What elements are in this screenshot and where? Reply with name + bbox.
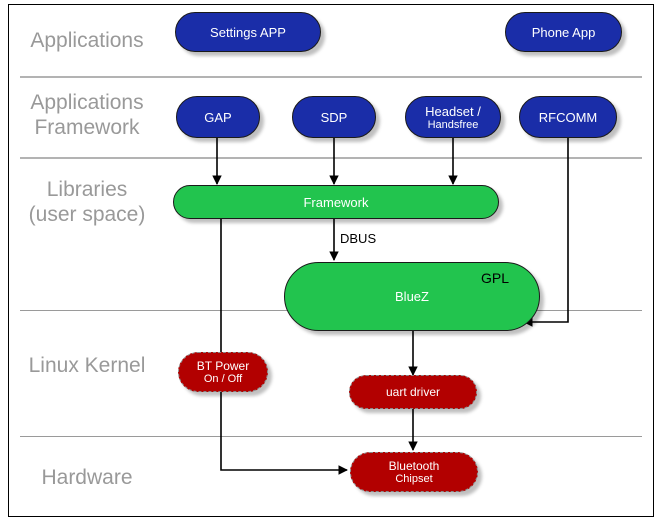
node-sdp[interactable]: SDP: [292, 96, 376, 138]
node-gap[interactable]: GAP: [176, 96, 260, 138]
node-bluetooth-chipset-label-line2: Chipset: [395, 473, 433, 485]
node-phone-app[interactable]: Phone App: [505, 12, 622, 52]
node-uart-driver[interactable]: uart driver: [349, 375, 477, 409]
node-bluez-label: BlueZ: [395, 289, 429, 304]
node-headset-handsfree[interactable]: Headset / Handsfree: [405, 96, 501, 138]
node-bluetooth-chipset-label-line1: Bluetooth: [388, 459, 440, 473]
node-gap-label: GAP: [204, 109, 232, 125]
badge-gpl: GPL: [481, 270, 510, 286]
node-uart-driver-label: uart driver: [385, 385, 441, 399]
connector-rfcomm-to-bluez: [523, 138, 569, 327]
node-settings-app-label: Settings APP: [210, 24, 286, 40]
node-framework[interactable]: Framework: [173, 185, 499, 219]
node-phone-app-label: Phone App: [531, 24, 596, 40]
node-bt-power-label-line2: On / Off: [203, 373, 243, 385]
node-bluez[interactable]: BlueZ: [284, 262, 540, 331]
node-bt-power[interactable]: BT Power On / Off: [178, 352, 268, 392]
layer-label-libraries: Libraries (user space): [28, 178, 146, 226]
annotation-dbus: DBUS: [340, 231, 377, 246]
node-framework-label: Framework: [303, 194, 369, 210]
divider-applications-framework: [20, 157, 642, 159]
node-bluetooth-chipset[interactable]: Bluetooth Chipset: [350, 452, 478, 492]
layer-label-linux-kernel: Linux Kernel: [28, 354, 146, 377]
node-settings-app[interactable]: Settings APP: [175, 12, 321, 52]
node-sdp-label: SDP: [320, 109, 348, 125]
layer-label-applications: Applications: [30, 29, 144, 52]
node-rfcomm[interactable]: RFCOMM: [519, 96, 617, 138]
layer-label-applications-framework: Applications Framework: [30, 91, 144, 139]
node-headset-handsfree-label-line2: Handsfree: [427, 118, 479, 131]
node-headset-handsfree-label-line1: Headset /: [425, 103, 481, 119]
divider-applications: [20, 76, 642, 78]
divider-linux-kernel: [20, 436, 642, 437]
connector-framework-to-chipset: [220, 219, 348, 475]
layer-label-hardware: Hardware: [41, 466, 133, 489]
node-bt-power-label-line1: BT Power: [196, 359, 250, 373]
node-rfcomm-label: RFCOMM: [538, 109, 598, 125]
